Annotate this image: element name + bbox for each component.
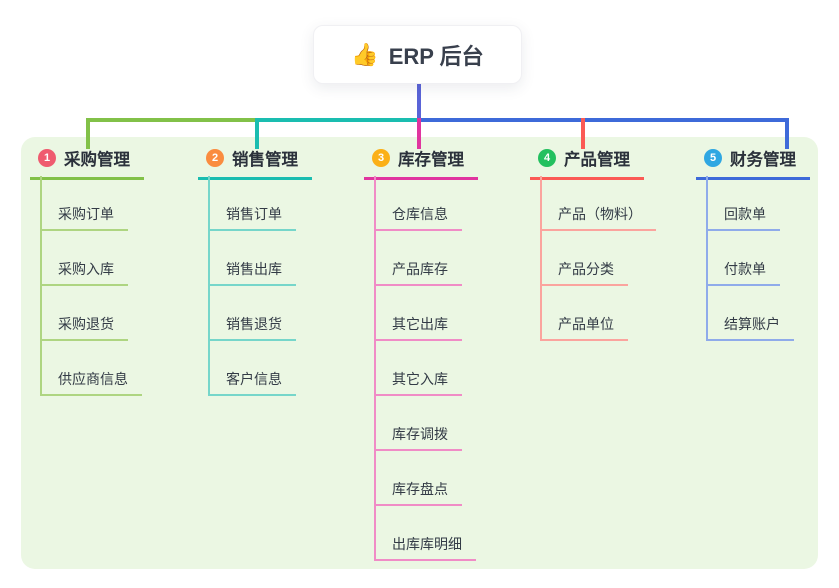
branch-heading-inventory[interactable]: 3 库存管理 <box>364 146 478 180</box>
branch-heading-purchase[interactable]: 1 采购管理 <box>30 146 144 180</box>
drop-connector <box>86 118 90 149</box>
drop-connector <box>417 118 421 149</box>
node-customer-info[interactable]: 客户信息 <box>208 369 296 396</box>
branch-heading-sales[interactable]: 2 销售管理 <box>198 146 312 180</box>
badge-5: 5 <box>704 149 722 167</box>
node-stock-taking[interactable]: 库存盘点 <box>374 479 462 506</box>
node-outbound-detail[interactable]: 出库库明细 <box>374 534 476 561</box>
node-product-category[interactable]: 产品分类 <box>540 259 628 286</box>
root-node-label: ERP 后台 <box>388 43 484 69</box>
node-product-material[interactable]: 产品（物料） <box>540 204 656 231</box>
badge-1: 1 <box>38 149 56 167</box>
node-sales-outbound[interactable]: 销售出库 <box>208 259 296 286</box>
node-supplier-info[interactable]: 供应商信息 <box>40 369 142 396</box>
node-warehouse-info[interactable]: 仓库信息 <box>374 204 462 231</box>
badge-3: 3 <box>372 149 390 167</box>
node-receipt-order[interactable]: 回款单 <box>706 204 780 231</box>
node-other-inbound[interactable]: 其它入库 <box>374 369 462 396</box>
branch-label: 财务管理 <box>730 151 796 169</box>
bus-connector-green <box>86 118 259 122</box>
root-stem-connector <box>417 82 421 122</box>
branch-label: 销售管理 <box>232 151 298 169</box>
node-product-unit[interactable]: 产品单位 <box>540 314 628 341</box>
node-settlement-account[interactable]: 结算账户 <box>706 314 794 341</box>
root-node[interactable]: 👍 ERP 后台 <box>313 25 522 84</box>
node-sales-order[interactable]: 销售订单 <box>208 204 296 231</box>
thumbs-up-icon: 👍 <box>351 41 379 67</box>
mindmap-panel <box>21 137 818 569</box>
trunk-connector <box>540 176 542 341</box>
trunk-connector <box>706 176 708 341</box>
node-payment-order[interactable]: 付款单 <box>706 259 780 286</box>
branch-label: 库存管理 <box>398 151 464 169</box>
node-purchase-order[interactable]: 采购订单 <box>40 204 128 231</box>
node-stock-transfer[interactable]: 库存调拨 <box>374 424 462 451</box>
drop-connector <box>581 118 585 149</box>
drop-connector <box>785 118 789 149</box>
badge-4: 4 <box>538 149 556 167</box>
branch-label: 采购管理 <box>64 151 130 169</box>
branch-heading-finance[interactable]: 5 财务管理 <box>696 146 810 180</box>
trunk-connector <box>374 176 376 561</box>
node-sales-return[interactable]: 销售退货 <box>208 314 296 341</box>
branch-label: 产品管理 <box>564 151 630 169</box>
node-purchase-inbound[interactable]: 采购入库 <box>40 259 128 286</box>
node-purchase-return[interactable]: 采购退货 <box>40 314 128 341</box>
drop-connector <box>255 118 259 149</box>
node-product-stock[interactable]: 产品库存 <box>374 259 462 286</box>
branch-heading-product[interactable]: 4 产品管理 <box>530 146 644 180</box>
bus-connector-blue <box>419 118 789 122</box>
node-other-outbound[interactable]: 其它出库 <box>374 314 462 341</box>
bus-connector-teal <box>257 118 419 122</box>
badge-2: 2 <box>206 149 224 167</box>
